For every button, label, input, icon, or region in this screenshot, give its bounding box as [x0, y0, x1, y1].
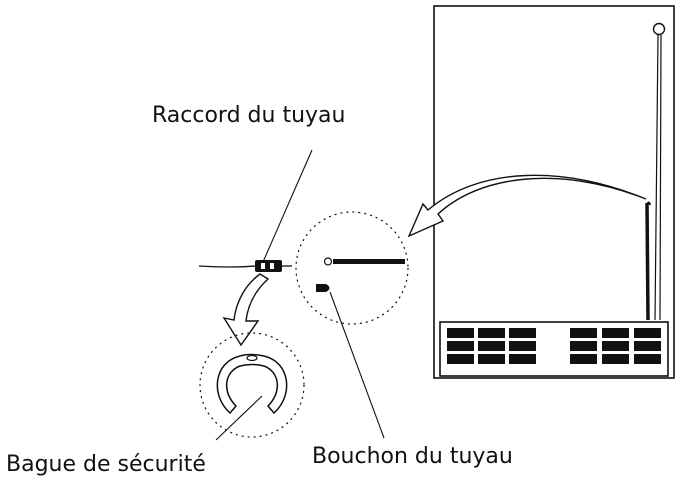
appliance-cabinet	[433, 5, 675, 379]
zoom-arrow-safety-ring	[222, 273, 270, 347]
drain-hose-on-cabinet	[645, 22, 666, 321]
hose-connector-label: Raccord du tuyau	[152, 103, 346, 128]
safety-ring-label: Bague de sécurité	[6, 452, 206, 477]
hose-connector-assembly	[198, 260, 292, 272]
bottom-vent-grille	[447, 328, 661, 364]
hose-cap-detail	[295, 211, 409, 325]
safety-ring-leader	[215, 395, 263, 441]
hose-cap-leader	[329, 291, 385, 439]
zoom-arrow-hose-end	[407, 174, 647, 238]
hose-connector-leader	[262, 149, 313, 263]
hose-cap-label: Bouchon du tuyau	[312, 444, 513, 469]
safety-ring-detail	[199, 332, 305, 438]
